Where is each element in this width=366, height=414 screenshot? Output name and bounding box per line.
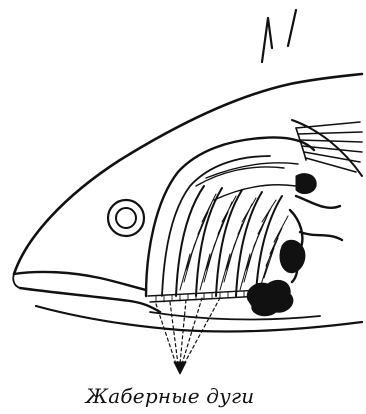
- dorsal-fin: [262, 10, 296, 62]
- belly-outline: [150, 312, 320, 319]
- lip-line: [13, 274, 20, 288]
- gill-base-band: [148, 290, 262, 302]
- eye: [108, 200, 144, 236]
- figure-caption: Жаберные дуги: [60, 384, 280, 408]
- gill-filaments: [180, 194, 288, 290]
- upper-jaw: [14, 272, 146, 290]
- dark-vessel-cluster: [280, 240, 305, 272]
- heart-mass: [247, 280, 293, 315]
- gill-arches: [176, 186, 282, 296]
- upper-vessel-cluster: [296, 174, 316, 194]
- head-outline: [14, 74, 362, 274]
- leader-arrowhead: [174, 362, 186, 374]
